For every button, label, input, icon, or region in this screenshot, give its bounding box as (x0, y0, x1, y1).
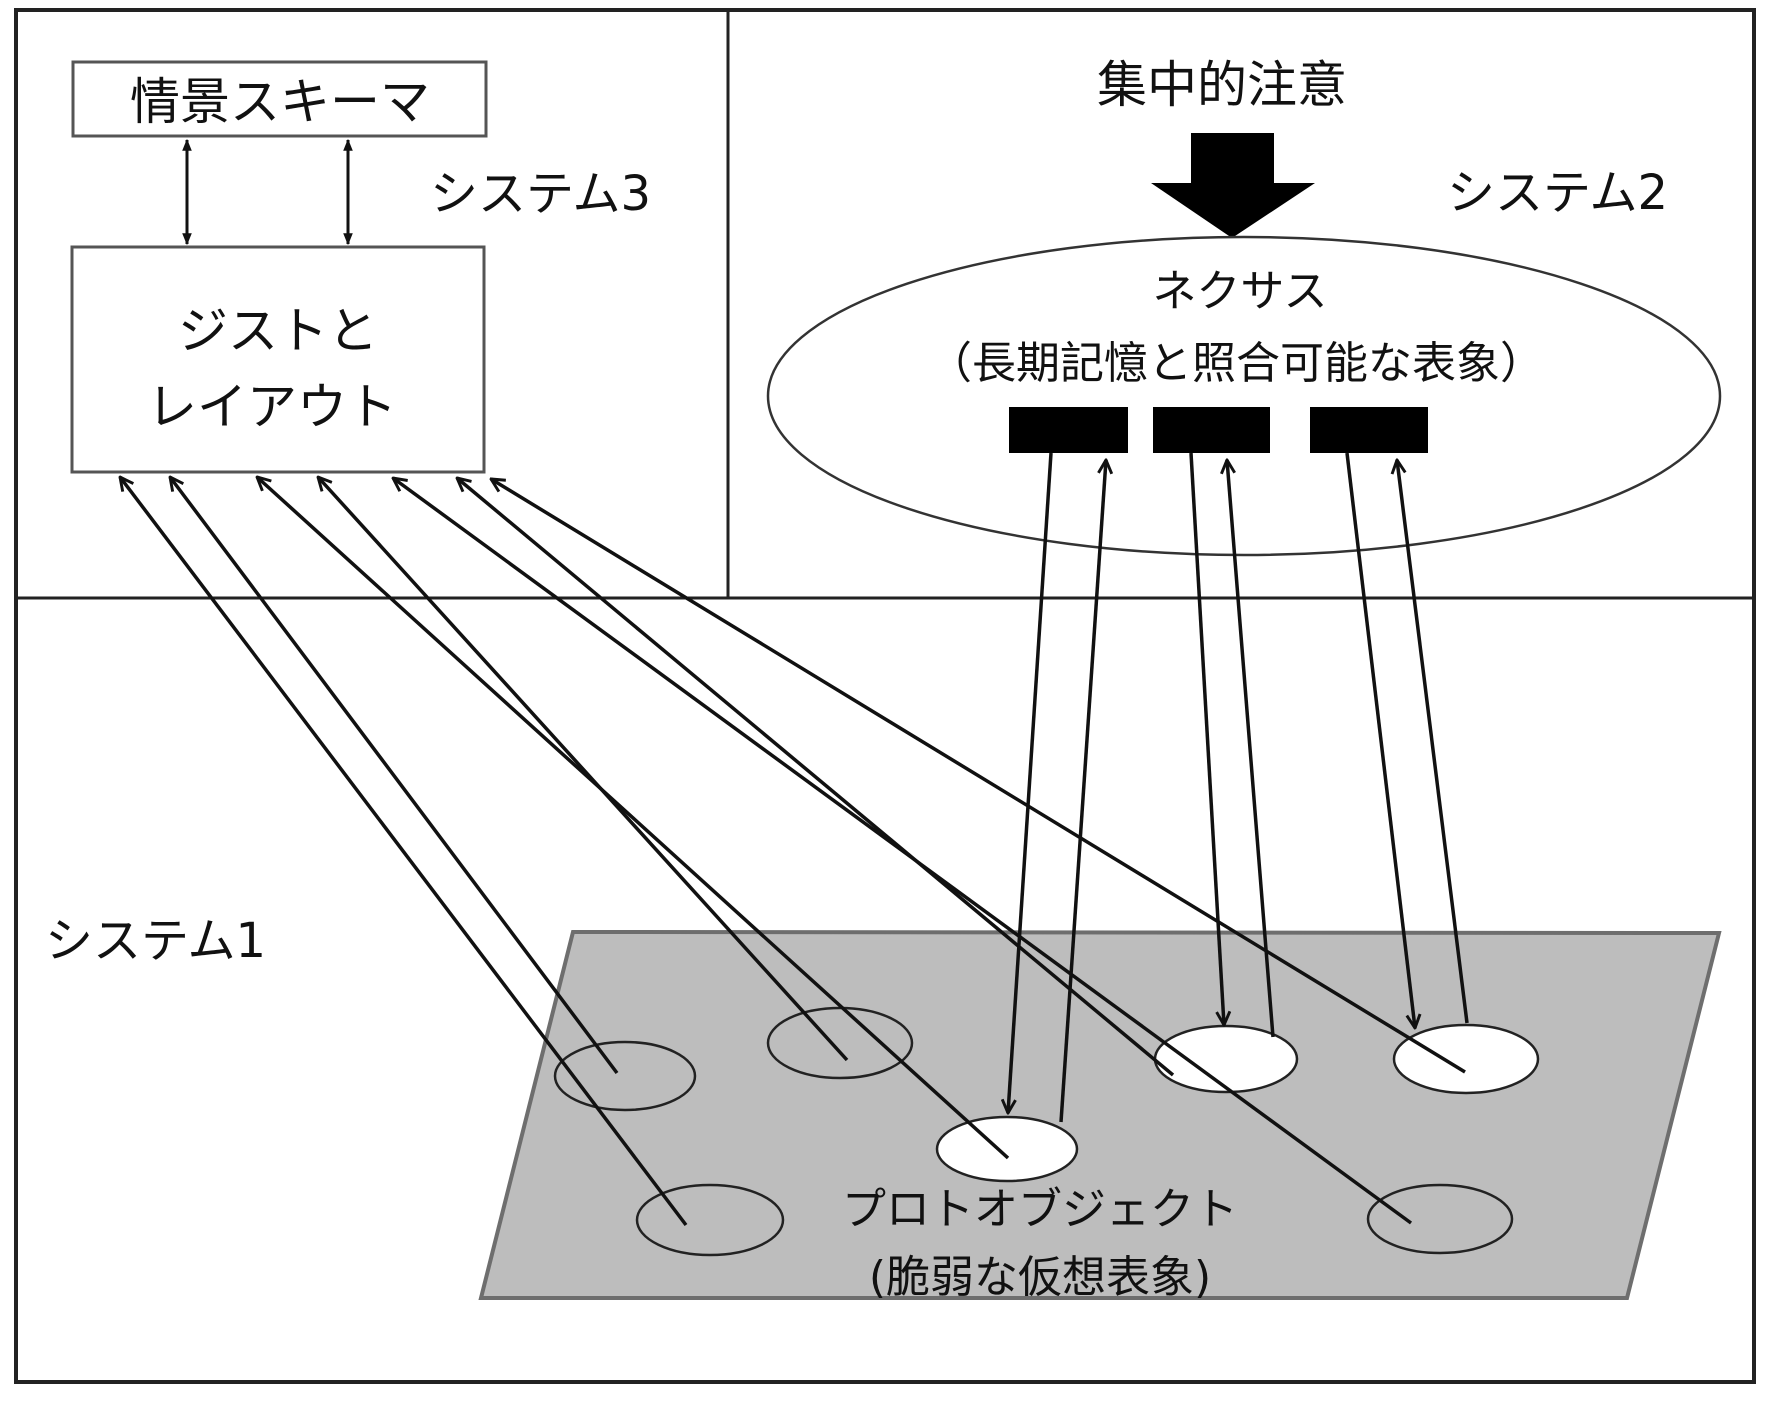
gist-arrow (457, 478, 1175, 1077)
attention-arrow-icon (1151, 133, 1315, 238)
nexus-sublabel: （長期記憶と照合可能な表象） (928, 338, 1544, 389)
nexus-ellipse (766, 235, 1722, 557)
gist-arrow (120, 477, 688, 1227)
nexus-up-arrow (1397, 460, 1469, 1024)
proto-object (635, 1183, 785, 1257)
nexus-slot (1310, 407, 1428, 453)
focused-attention-label: 集中的注意 (1097, 56, 1347, 114)
gist-layout-box (70, 245, 486, 474)
nexus-connections (1008, 452, 1469, 1123)
scene-schema-label: 情景スキーマ (130, 73, 430, 131)
proto-object-sublabel: (脆弱な仮想表象) (869, 1252, 1211, 1303)
gist-arrow (318, 477, 849, 1062)
nexus-down-arrow (1345, 452, 1415, 1028)
system2-label: システム2 (1447, 165, 1668, 221)
nexus-up-arrow (1059, 460, 1106, 1123)
scene-schema-box (71, 60, 488, 138)
system1-label: システム1 (45, 913, 266, 969)
proto-object-attended (1153, 1024, 1299, 1094)
gist-arrow (170, 477, 619, 1075)
system2-panel: 集中的注意 システム2 ネクサス （長期記憶と照合可能な表象） (766, 56, 1722, 557)
nexus-label: ネクサス (1152, 266, 1327, 317)
nexus-up-arrow (1227, 460, 1275, 1038)
nexus-down-arrow (1189, 452, 1224, 1025)
gist-arrow (257, 477, 1010, 1160)
proto-object (1366, 1183, 1514, 1255)
proto-object-attended (1392, 1023, 1540, 1095)
proto-object-attended (935, 1115, 1079, 1183)
proto-object (553, 1040, 697, 1112)
system3-panel: 情景スキーマ ジストと レイアウト システム3 (70, 60, 651, 474)
gist-layout-label-line1: ジストと (178, 302, 378, 360)
nexus-slot (1009, 407, 1128, 453)
nexus-slot (1153, 407, 1270, 453)
gist-connections (120, 477, 1466, 1227)
proto-object-label: プロトオブジェクト (842, 1184, 1238, 1235)
proto-object-plane (478, 929, 1722, 1300)
gist-arrow (491, 479, 1466, 1074)
system3-label: システム3 (430, 166, 651, 222)
gist-layout-label-line2: レイアウト (147, 378, 397, 436)
nexus-down-arrow (1008, 452, 1053, 1113)
